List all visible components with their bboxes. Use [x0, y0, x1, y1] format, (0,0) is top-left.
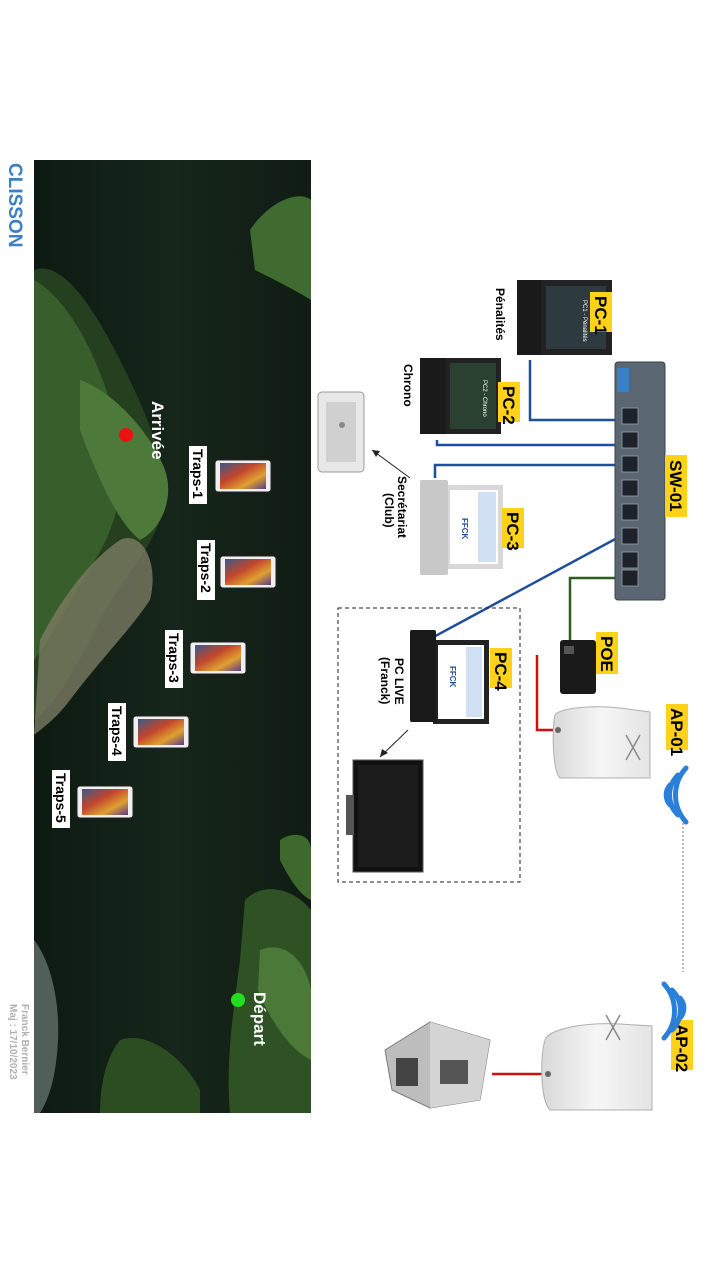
rapids — [34, 940, 59, 1113]
pc-4-label: PC-4 — [491, 652, 510, 691]
pc-3-screen-logo: FFCK — [460, 518, 469, 540]
pc-4-role-line1: PC LIVE — [392, 658, 406, 705]
ubiquiti-logo — [625, 734, 641, 761]
pc-3-role-line2: (Club) — [382, 493, 396, 528]
trap-1-label: Traps-1 — [190, 449, 206, 499]
cable-pc1-switch — [528, 360, 632, 422]
printer — [317, 391, 365, 473]
pc-4-screen-logo: FFCK — [448, 666, 457, 688]
ap-02-label: AP-02 — [672, 1024, 691, 1072]
cable-poe-switch — [568, 576, 632, 640]
finish-label: Arrivée — [148, 401, 167, 460]
trap-2: Traps-2 — [197, 540, 277, 600]
trap-3-label: Traps-3 — [166, 633, 182, 683]
laptop-base — [420, 480, 448, 575]
cable-poe-ap01 — [535, 655, 555, 732]
arrow-head — [380, 749, 388, 757]
pc-3-label: PC-3 — [503, 512, 522, 551]
update-date: Maj : 17/10/2023 — [7, 1004, 18, 1080]
page-title: CLISSON — [4, 163, 25, 247]
trap-4-label: Traps-4 — [109, 706, 125, 756]
vegetation — [258, 947, 311, 1060]
pc-3-role-line1: Secrétariat — [395, 476, 409, 538]
cable-pc3-switch — [433, 463, 632, 478]
author-name: Franck Bernier — [19, 1004, 30, 1075]
start-label: Départ — [250, 992, 269, 1046]
trap-5-label: Traps-5 — [53, 773, 69, 823]
trap-3: Traps-3 — [165, 630, 247, 688]
vegetation — [250, 196, 311, 300]
trap-4: Traps-4 — [108, 703, 190, 761]
live-area-box — [337, 607, 521, 883]
switch-label: SW-01 — [666, 460, 685, 512]
ap-02: AP-02 — [541, 981, 693, 1111]
pc-2-role: Chrono — [401, 364, 415, 407]
trap-1: Traps-1 — [189, 446, 272, 504]
laptop-base — [517, 280, 541, 355]
switch-label-bg — [665, 455, 687, 517]
pc-2: PC2 - Chrono PC-2 Chrono — [401, 358, 520, 434]
ap-01: AP-01 — [552, 704, 689, 825]
pc-1-role: Pénalités — [493, 288, 507, 341]
switch-ports — [621, 407, 639, 587]
camera-enclosure — [384, 1021, 491, 1109]
vegetation — [80, 380, 169, 540]
pc-1-label: PC-1 — [591, 296, 610, 335]
finish-marker — [119, 428, 133, 442]
pc-3: FFCK PC-3 Secrétariat (Club) — [382, 476, 524, 575]
laptop-base — [420, 358, 446, 434]
poe-label: POE — [597, 636, 616, 672]
ap-01-device — [552, 706, 651, 779]
pc-4: FFCK PC-4 PC LIVE (Franck) — [378, 630, 512, 724]
pc-2-label: PC-2 — [499, 386, 518, 425]
switch-sw01: SW-01 — [614, 361, 687, 601]
pc-2-screen-text: PC2 - Chrono — [481, 380, 487, 417]
cables — [427, 360, 684, 1076]
start-marker — [231, 993, 245, 1007]
ap-01-label: AP-01 — [667, 708, 686, 756]
tv-monitor — [346, 759, 424, 873]
aerial-map: Arrivée Départ Traps-1 Traps-2 Traps-3 T… — [34, 160, 311, 1113]
pc-1-screen-text: PC1 - Pénalités — [581, 300, 587, 342]
pc-4-role-line2: (Franck) — [378, 657, 392, 704]
wifi-icon — [663, 765, 689, 825]
pc-1: PC1 - Pénalités PC-1 Pénalités — [493, 280, 612, 355]
arrow-head — [372, 450, 380, 457]
vegetation — [280, 834, 311, 900]
wifi-icon — [661, 981, 687, 1041]
arrow-pc3-printer — [371, 449, 411, 479]
laptop-base — [410, 630, 436, 722]
ubiquiti-logo — [605, 1014, 621, 1041]
poe-injector: POE — [560, 632, 618, 694]
trap-2-label: Traps-2 — [198, 543, 214, 593]
trap-5: Traps-5 — [52, 770, 134, 828]
cable-pc2-switch — [435, 440, 632, 447]
sandy-bank — [34, 538, 153, 735]
cable-pc4-switch — [427, 528, 633, 642]
ap-02-device — [541, 1023, 653, 1111]
vegetation — [100, 1038, 200, 1113]
vegetation — [34, 280, 123, 660]
